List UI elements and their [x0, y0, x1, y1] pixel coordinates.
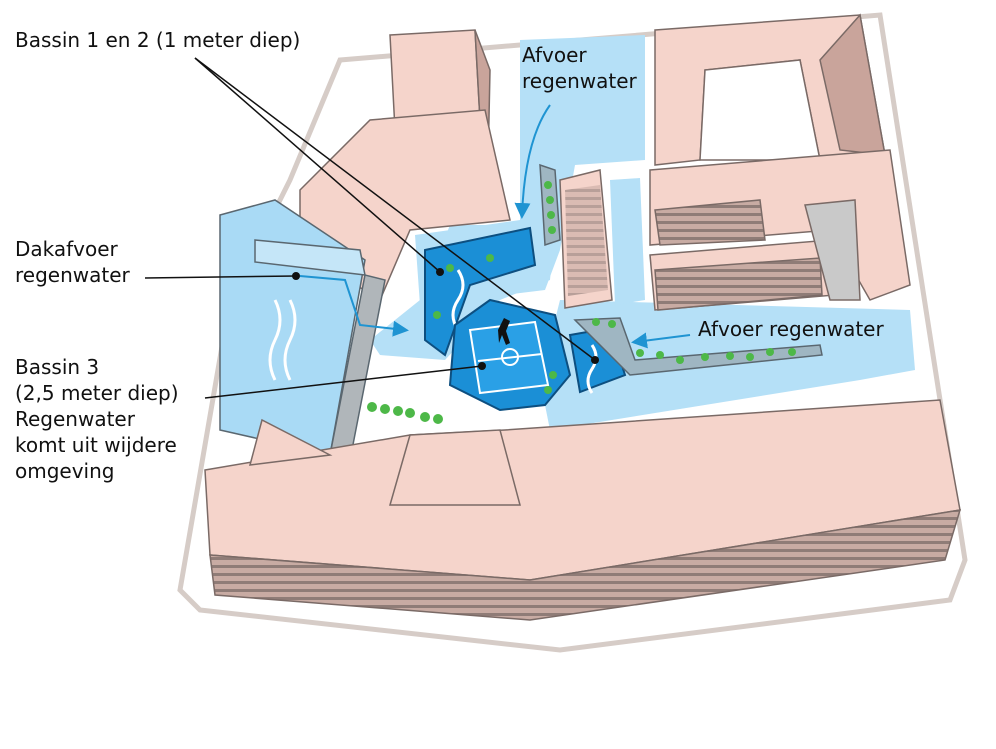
- water-zone-mid: [610, 178, 645, 305]
- arrow-afvoer-right: [631, 332, 691, 349]
- leader-lines: [144, 57, 596, 399]
- trees: [367, 181, 796, 424]
- label-dakafvoer: Dakafvoer regenwater: [15, 237, 130, 287]
- label-afvoer-top: Afvoer regenwater: [522, 43, 637, 93]
- bassin-1: [424, 226, 537, 357]
- label-bassin-1-2: Bassin 1 en 2 (1 meter diep): [15, 28, 301, 52]
- green-strip: [573, 317, 823, 376]
- label-afvoer-right: Afvoer regenwater: [698, 317, 884, 341]
- label-bassin-3: Bassin 3 (2,5 meter diep) Regenwater kom…: [15, 355, 179, 483]
- arrow-dakafvoer: [299, 275, 409, 337]
- arrow-afvoer-top: [514, 104, 551, 219]
- player-figure: [498, 318, 510, 345]
